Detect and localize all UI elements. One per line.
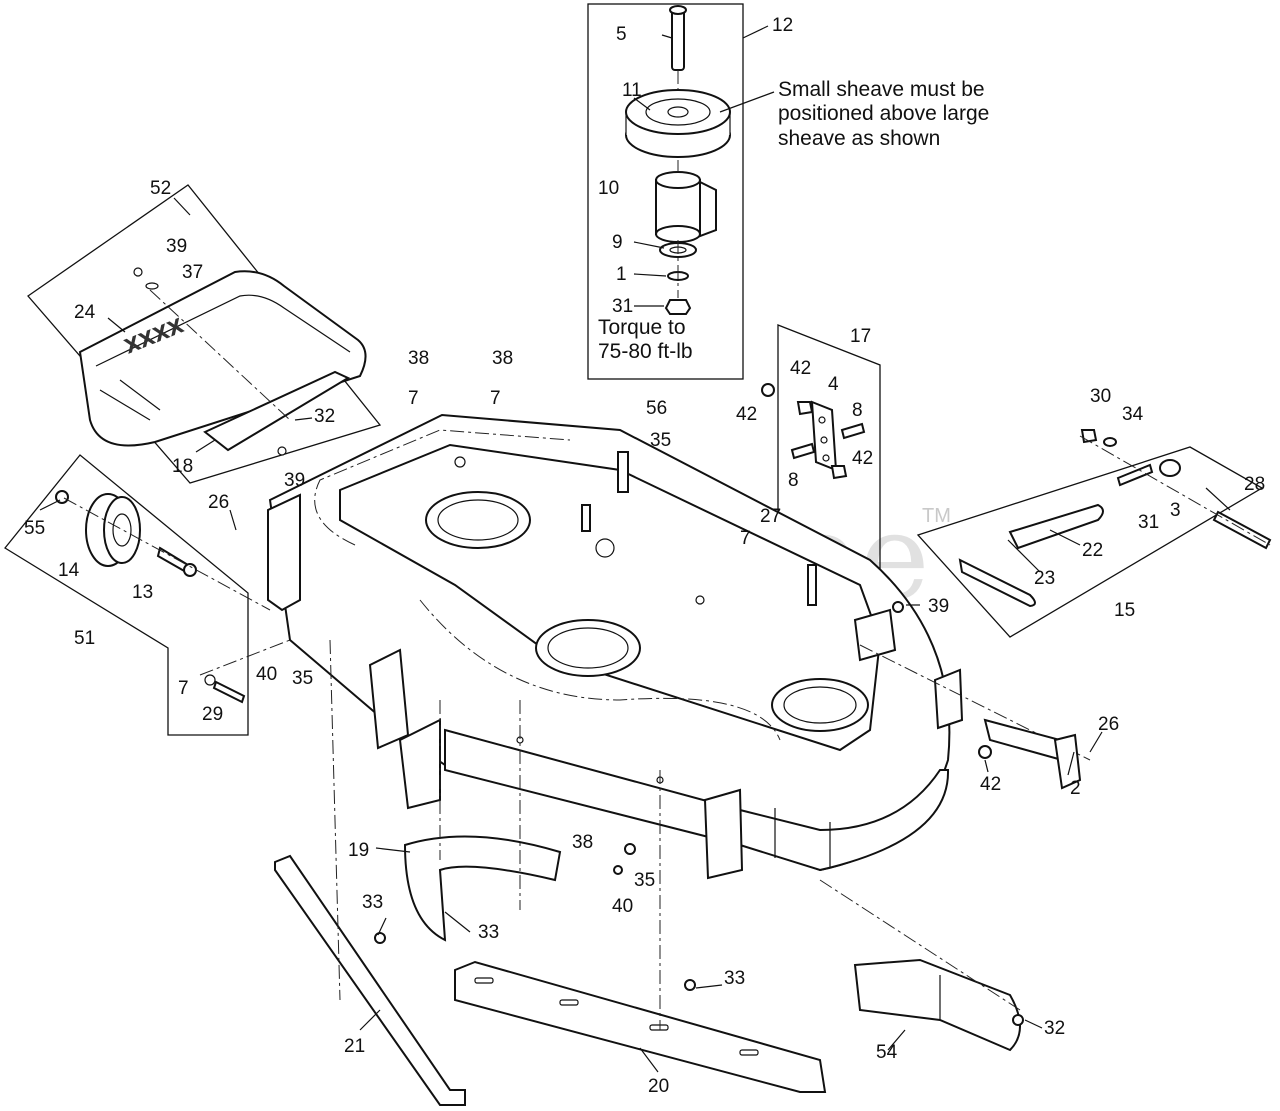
- tie-rod-tube: [1008, 503, 1104, 550]
- callout-52[interactable]: 52: [150, 178, 171, 199]
- callout-21[interactable]: 21: [344, 1036, 365, 1057]
- front-right-hanger: [703, 788, 744, 880]
- callout-35-b[interactable]: 35: [292, 668, 313, 689]
- callout-26[interactable]: 26: [208, 492, 229, 513]
- chain-bracket-parts: [761, 383, 866, 480]
- callout-54[interactable]: 54: [876, 1042, 898, 1063]
- wheel-parts: [55, 490, 291, 704]
- callout-7[interactable]: 7: [408, 388, 419, 409]
- callout-4[interactable]: 4: [828, 374, 839, 395]
- callout-39[interactable]: 39: [166, 236, 187, 257]
- callout-39-c[interactable]: 39: [928, 596, 949, 617]
- callout-33-c[interactable]: 33: [724, 968, 745, 989]
- callout-1[interactable]: 1: [616, 264, 627, 285]
- callout-7-c[interactable]: 7: [178, 678, 189, 699]
- callout-42-c[interactable]: 42: [852, 448, 873, 469]
- sheave-note-line-2: positioned above large: [778, 102, 989, 125]
- callout-15[interactable]: 15: [1114, 600, 1135, 621]
- front-left-hanger: [368, 648, 410, 750]
- callout-42[interactable]: 42: [790, 358, 811, 379]
- callout-3[interactable]: 3: [1170, 500, 1181, 521]
- callout-31[interactable]: 31: [612, 296, 633, 317]
- callout-19[interactable]: 19: [348, 840, 369, 861]
- callout-51[interactable]: 51: [74, 628, 95, 649]
- callout-17[interactable]: 17: [850, 326, 871, 347]
- spindle-parts: [625, 5, 731, 315]
- tie-rod-bolt: [1212, 510, 1272, 550]
- sheave-note-line-1: Small sheave must be: [778, 78, 985, 101]
- callout-26-b[interactable]: 26: [1098, 714, 1119, 735]
- callout-24[interactable]: 24: [74, 302, 96, 323]
- spindle-bolt: [671, 7, 685, 71]
- deflector-bracket: [203, 370, 351, 452]
- baffles-and-skids: [274, 639, 1024, 1106]
- callout-33[interactable]: 33: [362, 892, 383, 913]
- torque-note: Torque to 75-80 ft-lb: [598, 316, 693, 363]
- callout-5[interactable]: 5: [616, 24, 627, 45]
- callout-14[interactable]: 14: [58, 560, 80, 581]
- baffle: [403, 835, 562, 942]
- tie-rod-parts: [859, 429, 1272, 790]
- callout-23[interactable]: 23: [1034, 568, 1055, 589]
- watermark-trademark: TM: [922, 505, 951, 527]
- callout-40[interactable]: 40: [256, 664, 277, 685]
- mower-deck: [267, 413, 964, 880]
- deck-front-skirt: [444, 728, 950, 872]
- callout-13[interactable]: 13: [132, 582, 153, 603]
- callout-7-b[interactable]: 7: [490, 388, 501, 409]
- left-skid-plate: [274, 854, 466, 1106]
- callouts: 12 5 11 10 9 1 31 52 39 37 24 32 18 39 3…: [24, 15, 1265, 1097]
- callout-33-b[interactable]: 33: [478, 922, 499, 943]
- callout-55[interactable]: 55: [24, 518, 45, 539]
- callout-35[interactable]: 35: [650, 430, 671, 451]
- deflector-parts: XXXX: [78, 267, 367, 456]
- callout-35-c[interactable]: 35: [634, 870, 655, 891]
- sheave-note: Small sheave must be positioned above la…: [778, 78, 989, 150]
- front-skid-plate: [454, 960, 827, 1093]
- callout-30[interactable]: 30: [1090, 386, 1111, 407]
- nut: [664, 299, 692, 315]
- sheave-note-line-3: sheave as shown: [778, 127, 940, 150]
- callout-9[interactable]: 9: [612, 232, 623, 253]
- callout-29[interactable]: 29: [202, 704, 223, 725]
- callout-39-b[interactable]: 39: [284, 470, 305, 491]
- blade-opening-left: [425, 491, 531, 549]
- callout-11[interactable]: 11: [622, 80, 642, 101]
- tie-rod-handle: [958, 558, 1036, 608]
- callout-28[interactable]: 28: [1244, 474, 1265, 495]
- left-hanger: [267, 493, 301, 612]
- callout-18[interactable]: 18: [172, 456, 193, 477]
- callout-56[interactable]: 56: [646, 398, 667, 419]
- torque-note-line-1: Torque to: [598, 316, 686, 339]
- callout-22[interactable]: 22: [1082, 540, 1103, 561]
- callout-27[interactable]: 27: [760, 506, 781, 527]
- callout-38[interactable]: 38: [408, 348, 429, 369]
- callout-7-d[interactable]: 7: [740, 528, 751, 549]
- callout-37[interactable]: 37: [182, 262, 203, 283]
- callout-38-b[interactable]: 38: [492, 348, 513, 369]
- callout-12[interactable]: 12: [772, 15, 793, 36]
- spindle-assembly-box: [587, 3, 744, 380]
- callout-42-b[interactable]: 42: [736, 404, 757, 425]
- callout-8[interactable]: 8: [852, 400, 863, 421]
- callout-32-b[interactable]: 32: [1044, 1018, 1065, 1039]
- blade-opening-center: [535, 619, 641, 677]
- callout-34[interactable]: 34: [1122, 404, 1144, 425]
- callout-32[interactable]: 32: [314, 406, 335, 427]
- callout-31-b[interactable]: 31: [1138, 512, 1159, 533]
- leader-lines: [39, 25, 1231, 1073]
- callout-42-d[interactable]: 42: [980, 774, 1001, 795]
- tie-rod-box: [916, 446, 1264, 638]
- rear-discharge-shield: [853, 958, 1021, 1052]
- torque-note-line-2: 75-80 ft-lb: [598, 340, 693, 363]
- callout-38-c[interactable]: 38: [572, 832, 593, 853]
- wheel-assembly-box: [4, 454, 249, 736]
- callout-10[interactable]: 10: [598, 178, 619, 199]
- callout-2[interactable]: 2: [1070, 778, 1081, 799]
- callout-40-b[interactable]: 40: [612, 896, 633, 917]
- callout-8-b[interactable]: 8: [788, 470, 799, 491]
- callout-20[interactable]: 20: [648, 1076, 669, 1097]
